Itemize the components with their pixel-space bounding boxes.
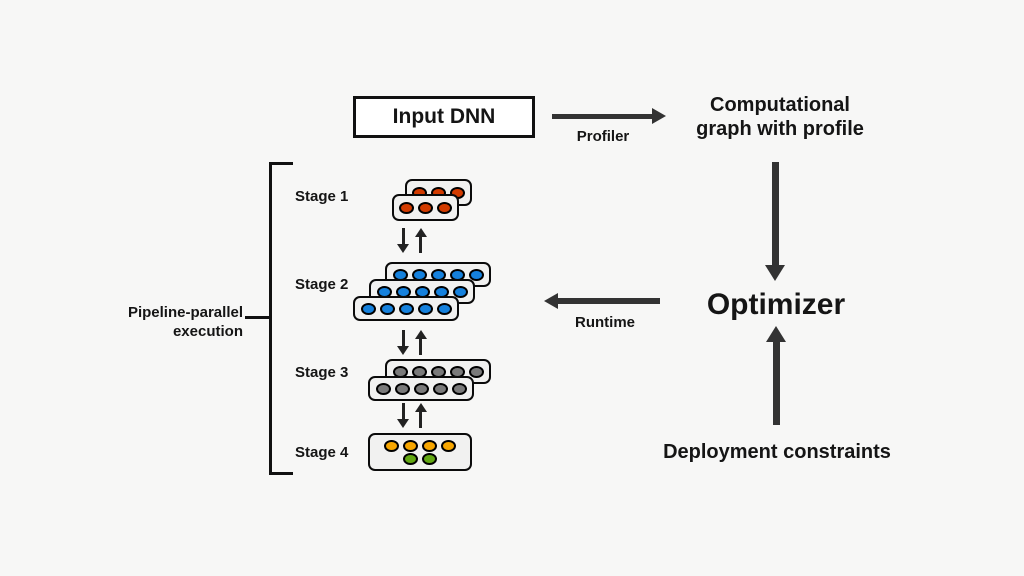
down-arrow-head-icon: [397, 244, 409, 253]
pipeline-label-line2: execution: [172, 323, 243, 340]
stage-2-label: Stage 2: [295, 276, 349, 293]
neuron-dot: [399, 201, 414, 214]
neuron-dot: [398, 302, 414, 315]
dnn-layer-box: [368, 376, 474, 401]
down-arrow-head-icon: [397, 419, 409, 428]
neuron-row: [392, 365, 484, 378]
neuron-row: [399, 201, 452, 214]
neuron-row: [360, 302, 452, 315]
neuron-dot: [379, 302, 395, 315]
down-arrow-shaft: [402, 330, 405, 347]
optimizer-node: Optimizer: [706, 288, 846, 321]
neuron-dot: [422, 452, 437, 465]
neuron-dot: [384, 439, 399, 452]
stage-3-layer-stack: [368, 359, 491, 401]
pipeline-parallel-label: Pipeline-parallel execution: [90, 303, 243, 341]
runtime-edge-label: Runtime: [575, 314, 635, 331]
down-arrow-shaft: [402, 228, 405, 245]
pipeline-label-line1: Pipeline-parallel: [127, 304, 243, 321]
neuron-dot: [436, 302, 452, 315]
neuron-dot: [437, 201, 452, 214]
profiler-arrow-head-icon: [652, 108, 666, 124]
stage-1-label: Stage 1: [295, 188, 349, 205]
bracket-bottom-tick: [269, 472, 293, 475]
constraints-to-optimizer-arrow-shaft: [773, 341, 780, 425]
bracket-middle-tick: [245, 316, 270, 319]
up-arrow-head-icon: [415, 330, 427, 339]
neuron-dot: [394, 382, 410, 395]
input-dnn-node: Input DNN: [353, 96, 535, 138]
neuron-dot: [417, 302, 433, 315]
bracket-vertical-line: [269, 162, 272, 475]
bracket-top-tick: [269, 162, 293, 165]
profiler-edge-label: Profiler: [576, 128, 630, 145]
neuron-dot: [468, 268, 484, 281]
neuron-dot: [403, 439, 418, 452]
stage3-stage4-arrows: [395, 403, 427, 430]
computational-graph-node: Computational graph with profile: [655, 93, 905, 141]
up-arrow-shaft: [419, 411, 422, 428]
down-arrow-head-icon: [397, 346, 409, 355]
stage-4-layer-stack: [368, 433, 472, 471]
neuron-dot: [403, 452, 418, 465]
neuron-dot: [418, 201, 433, 214]
neuron-dot: [422, 439, 437, 452]
down-arrow-shaft: [402, 403, 405, 420]
stage-4-label: Stage 4: [295, 444, 349, 461]
up-arrow-shaft: [419, 338, 422, 355]
stage-3-label: Stage 3: [295, 364, 349, 381]
graph-to-optimizer-arrow-head-icon: [765, 265, 785, 281]
neuron-dot: [375, 382, 391, 395]
neuron-dot: [451, 382, 467, 395]
deployment-constraints-node: Deployment constraints: [663, 441, 891, 463]
dnn-layer-box: [392, 194, 459, 221]
neuron-dot: [360, 302, 376, 315]
stage2-stage3-arrows: [395, 330, 427, 357]
comp-graph-line1: Computational: [710, 94, 850, 116]
graph-to-optimizer-arrow-shaft: [772, 162, 779, 266]
neuron-dot: [413, 382, 429, 395]
stage1-stage2-arrows: [395, 228, 427, 255]
input-dnn-label: Input DNN: [392, 105, 496, 128]
dnn-layer-box: [353, 296, 459, 321]
neuron-dot: [468, 365, 484, 378]
comp-graph-line2: graph with profile: [696, 118, 864, 140]
neuron-dot: [441, 439, 456, 452]
neuron-row: [375, 382, 467, 395]
up-arrow-shaft: [419, 236, 422, 253]
neuron-row: [403, 452, 437, 465]
neuron-dot: [432, 382, 448, 395]
constraints-to-optimizer-arrow-head-icon: [766, 326, 786, 342]
neuron-row: [392, 268, 484, 281]
runtime-arrow-head-icon: [544, 293, 558, 309]
stage-2-layer-stack: [353, 262, 491, 321]
dnn-layer-box: [368, 433, 472, 471]
profiler-arrow-shaft: [552, 114, 654, 119]
up-arrow-head-icon: [415, 228, 427, 237]
up-arrow-head-icon: [415, 403, 427, 412]
neuron-row: [384, 439, 456, 452]
runtime-arrow-shaft: [558, 298, 660, 304]
stage-1-layer-stack: [392, 179, 472, 221]
neuron-dot: [452, 285, 468, 298]
